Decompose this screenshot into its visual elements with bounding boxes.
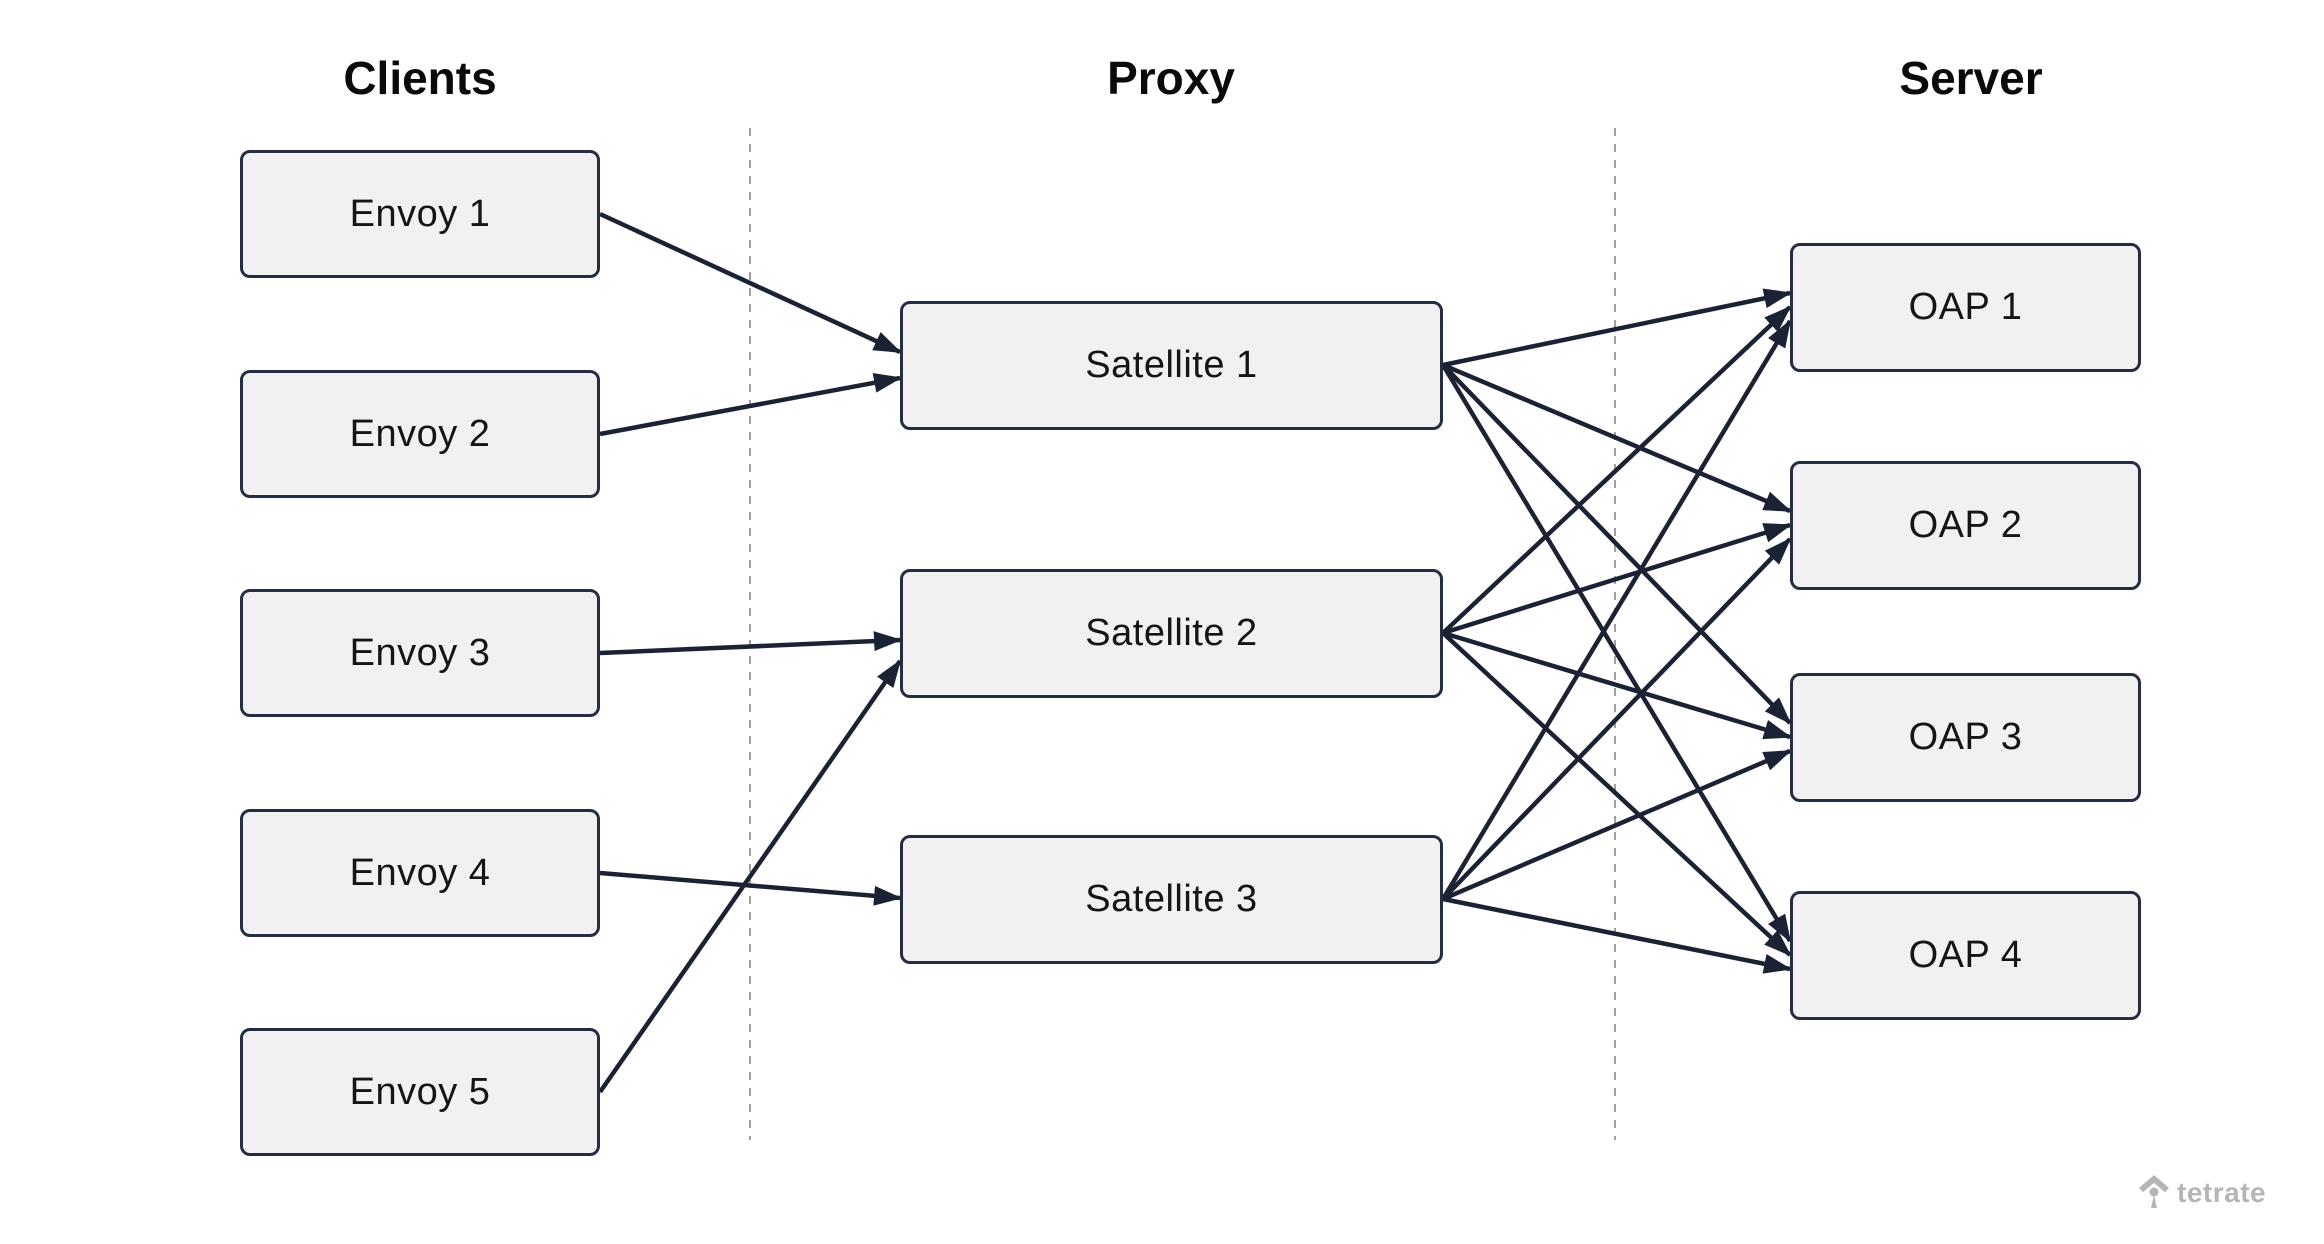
tetrate-logo-icon: [2139, 1175, 2169, 1208]
node-label: Satellite 1: [1085, 344, 1258, 386]
arrow-satellite-3-to-oap-4: [1442, 896, 1792, 974]
arrow-satellite-1-to-oap-3: [1441, 363, 1792, 725]
arrow-envoy-4-to-satellite-3: [599, 870, 902, 906]
arrow-satellite-2-to-oap-1: [1441, 305, 1792, 635]
arrow-envoy-1-to-satellite-1: [599, 211, 902, 355]
node-label: Satellite 2: [1085, 612, 1258, 654]
node-label: Envoy 1: [349, 192, 491, 235]
arrow-satellite-3-to-oap-3: [1442, 748, 1792, 902]
arrow-envoy-3-to-satellite-2: [599, 631, 902, 656]
arrow-satellite-1-to-oap-2: [1442, 362, 1792, 514]
node-label: Satellite 3: [1085, 878, 1258, 920]
arrow-satellite-2-to-oap-2: [1442, 522, 1792, 636]
node-envoy-2: Envoy 2: [240, 370, 600, 498]
arrow-envoy-5-to-satellite-2: [598, 659, 902, 1094]
arrow-satellite-2-to-oap-3: [1442, 630, 1792, 740]
node-label: Envoy 2: [349, 412, 491, 455]
arrow-satellite-1-to-oap-4: [1441, 363, 1792, 943]
arrow-satellite-2-to-oap-4: [1441, 631, 1792, 957]
node-label: OAP 1: [1908, 286, 2023, 328]
tetrate-logo-text: tetrate: [2177, 1177, 2267, 1208]
node-envoy-3: Envoy 3: [240, 589, 600, 717]
node-label: OAP 2: [1908, 504, 2023, 546]
column-title-server: Server: [1899, 52, 2043, 104]
node-oap-2: OAP 2: [1790, 461, 2141, 590]
node-envoy-4: Envoy 4: [240, 809, 600, 937]
arrow-satellite-3-to-oap-1: [1441, 319, 1792, 901]
node-oap-1: OAP 1: [1790, 243, 2141, 372]
node-satellite-3: Satellite 3: [900, 835, 1443, 964]
node-label: Envoy 5: [349, 1070, 491, 1113]
arrow-satellite-1-to-oap-1: [1442, 288, 1792, 368]
node-label: OAP 3: [1908, 716, 2023, 758]
node-oap-4: OAP 4: [1790, 891, 2141, 1020]
column-title-clients: Clients: [343, 52, 497, 104]
column-title-proxy: Proxy: [1107, 52, 1235, 104]
node-label: OAP 4: [1908, 934, 2023, 976]
node-envoy-1: Envoy 1: [240, 150, 600, 278]
arrow-satellite-3-to-oap-2: [1441, 537, 1792, 901]
node-label: Envoy 4: [349, 851, 491, 894]
node-satellite-1: Satellite 1: [900, 301, 1443, 430]
tetrate-logo: tetrate: [2138, 1175, 2266, 1211]
node-oap-3: OAP 3: [1790, 673, 2141, 802]
arrow-envoy-2-to-satellite-1: [599, 372, 902, 437]
node-envoy-5: Envoy 5: [240, 1028, 600, 1156]
node-satellite-2: Satellite 2: [900, 569, 1443, 698]
node-label: Envoy 3: [349, 631, 491, 674]
